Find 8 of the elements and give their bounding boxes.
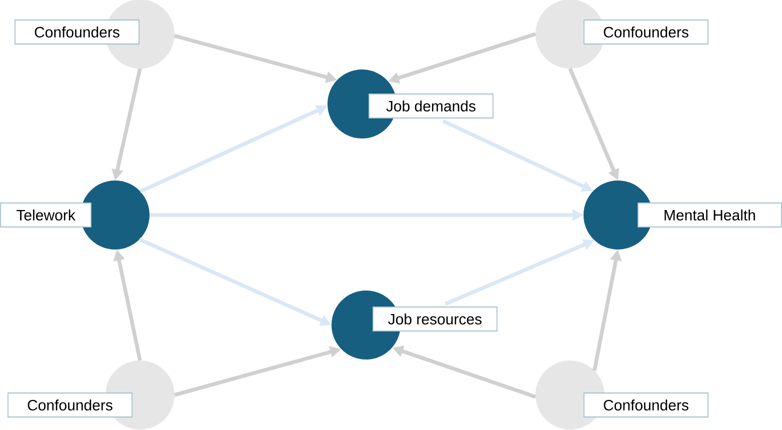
label-box: Confounders [8,392,132,418]
label-box: Confounders [584,20,708,44]
label-box: Confounders [584,392,708,418]
label-box: Job demands [368,94,494,118]
label-box: Mental Health [638,202,782,228]
label-box: Telework [0,202,92,228]
label-box: Confounders [14,20,140,44]
label-box: Job resources [372,306,498,332]
